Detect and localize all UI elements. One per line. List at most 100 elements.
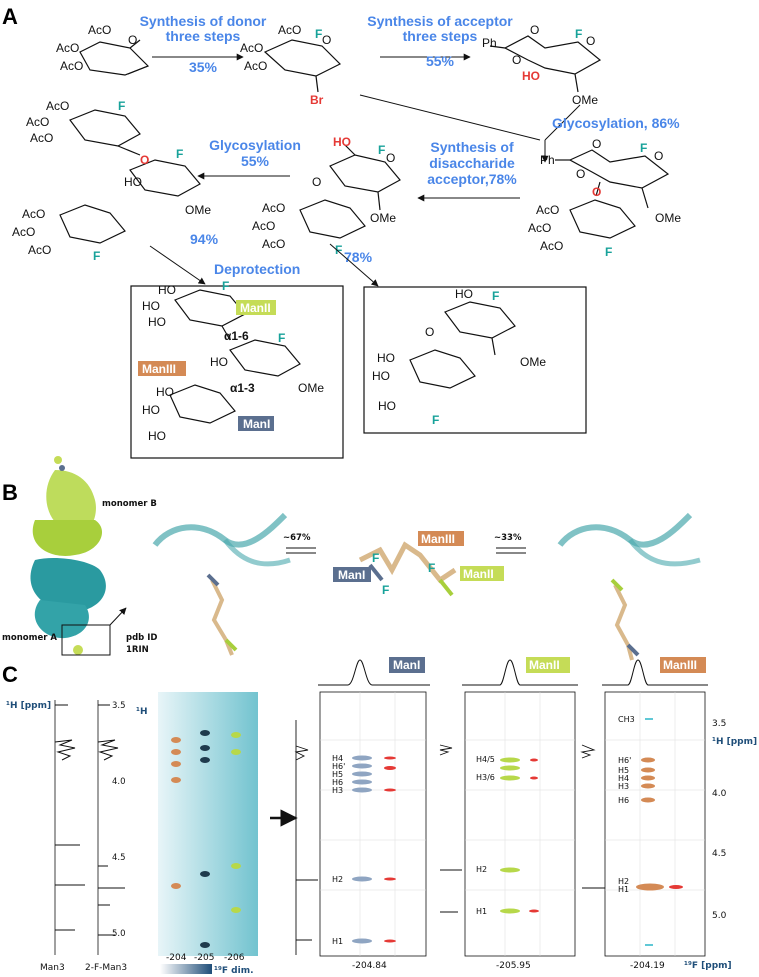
heatmap-area [158, 692, 258, 956]
svg-text:AcO: AcO [22, 207, 45, 221]
svg-text:HO: HO [158, 283, 176, 297]
svg-text:AcO: AcO [262, 237, 285, 251]
b-label-manI: ManI [338, 568, 365, 582]
disaccharide-product: HO F O OMe HO HO HO F [372, 287, 546, 427]
c-ylabel: ¹H [ppm] [6, 701, 51, 711]
svg-text:3.5: 3.5 [112, 701, 126, 711]
pct-33: ~33% [494, 533, 522, 543]
binding-pose-67 [152, 512, 291, 656]
svg-text:F: F [378, 143, 385, 157]
svg-text:HO: HO [148, 429, 166, 443]
svg-text:OMe: OMe [370, 211, 396, 225]
svg-text:OMe: OMe [185, 203, 211, 217]
svg-text:OMe: OMe [572, 93, 598, 107]
svg-text:Br: Br [310, 93, 324, 107]
svg-text:HO: HO [377, 351, 395, 365]
svg-text:ManIII: ManIII [663, 658, 697, 672]
protein-cartoon [30, 456, 106, 655]
svg-text:O: O [322, 33, 331, 47]
svg-text:H2: H2 [618, 877, 629, 886]
svg-text:OMe: OMe [298, 381, 324, 395]
svg-text:H2: H2 [476, 865, 487, 874]
manI-tick: -204.84 [352, 961, 387, 971]
link-13: α1-3 [230, 381, 255, 395]
svg-text:H5: H5 [332, 770, 343, 779]
svg-text:CH3: CH3 [618, 715, 635, 724]
fman3-label: 2-F-Man3 [85, 963, 127, 973]
spectrum-manII: ManII H4/5 H3/6 H2 H1 [439, 657, 578, 957]
yield-78: 78% [344, 249, 373, 265]
svg-text:F: F [118, 99, 125, 113]
acceptor-structure: Ph O O F O HO OMe [482, 23, 602, 107]
tri-label-manI: ManI [243, 417, 270, 431]
panel-a-label: A [2, 4, 18, 29]
svg-text:O: O [530, 23, 539, 37]
svg-text:HO: HO [142, 299, 160, 313]
pct-67: ~67% [283, 533, 311, 543]
svg-text:-206: -206 [224, 953, 245, 963]
step-acceptor-yield: 55% [426, 53, 455, 69]
svg-text:O: O [592, 185, 601, 199]
svg-text:F: F [372, 551, 379, 565]
svg-text:HO: HO [148, 315, 166, 329]
svg-text:H3: H3 [618, 782, 629, 791]
spectrum-manI: ManI H4 H6' H5 H6 H3 H2 H1 [294, 657, 430, 957]
heatmap-spots [171, 730, 241, 948]
svg-text:H4: H4 [618, 774, 629, 783]
svg-text:O: O [386, 151, 395, 165]
svg-text:O: O [512, 53, 521, 67]
svg-text:HO: HO [455, 287, 473, 301]
protected-trisaccharide-structure: AcO AcO AcO F O F HO OMe AcO AcO AcO F [12, 99, 211, 263]
svg-text:AcO: AcO [536, 203, 559, 217]
link-16: α1-6 [224, 329, 249, 343]
svg-text:H6': H6' [332, 762, 345, 771]
svg-text:H3: H3 [332, 786, 343, 795]
tri-label-manIII: ManIII [142, 362, 176, 376]
arrow-deprotect1 [149, 245, 206, 285]
svg-text:F: F [176, 147, 183, 161]
svg-text:H2: H2 [332, 875, 343, 884]
protected-disaccharide-structure: Ph O O F O O OMe AcO AcO AcO F [528, 137, 681, 259]
svg-text:5.0: 5.0 [112, 929, 126, 939]
svg-text:Ph: Ph [482, 36, 497, 50]
svg-text:AcO: AcO [278, 23, 301, 37]
svg-text:F: F [575, 27, 582, 41]
svg-text:HO: HO [210, 355, 228, 369]
ligand-ball-stick: F F F [358, 541, 457, 597]
svg-text:ManI: ManI [393, 658, 420, 672]
svg-text:H6: H6 [618, 796, 629, 805]
svg-text:HO: HO [378, 399, 396, 413]
man3-label: Man3 [40, 963, 65, 973]
spectrum-manIII: ManIII CH3 H6' H5 H4 H3 H6 H2 H1 [580, 657, 708, 957]
svg-text:H1: H1 [476, 907, 487, 916]
fdim-arrow [160, 964, 212, 974]
trisaccharide-product: HO HO HO F ManII α1-6 F ManIII HO α1-3 O… [138, 279, 324, 443]
b-label-manII: ManII [463, 567, 494, 581]
step-disacc-line2: disaccharide [429, 155, 515, 171]
svg-text:O: O [654, 149, 663, 163]
step-donor-yield: 35% [189, 59, 218, 75]
step-disacc-line1: Synthesis of [430, 139, 514, 155]
pdb-id: 1RIN [126, 645, 149, 655]
step-donor-line1: Synthesis of donor [140, 13, 267, 29]
svg-text:O: O [140, 153, 149, 167]
svg-text:AcO: AcO [528, 221, 551, 235]
fdim-label: ¹⁹F dim. [214, 966, 254, 976]
svg-text:4.5: 4.5 [112, 853, 126, 863]
svg-text:AcO: AcO [244, 59, 267, 73]
svg-text:AcO: AcO [30, 131, 53, 145]
svg-text:4.0: 4.0 [712, 789, 727, 799]
svg-text:HO: HO [522, 69, 540, 83]
svg-text:4.0: 4.0 [112, 777, 126, 787]
svg-text:OMe: OMe [655, 211, 681, 225]
svg-text:H6': H6' [618, 756, 631, 765]
svg-text:AcO: AcO [252, 219, 275, 233]
svg-text:F: F [432, 413, 439, 427]
svg-text:H4: H4 [332, 754, 343, 763]
binding-site-box [61, 624, 111, 656]
svg-text:HO: HO [333, 135, 351, 149]
svg-text:AcO: AcO [88, 23, 111, 37]
svg-text:H4/5: H4/5 [476, 755, 495, 764]
svg-text:AcO: AcO [28, 243, 51, 257]
